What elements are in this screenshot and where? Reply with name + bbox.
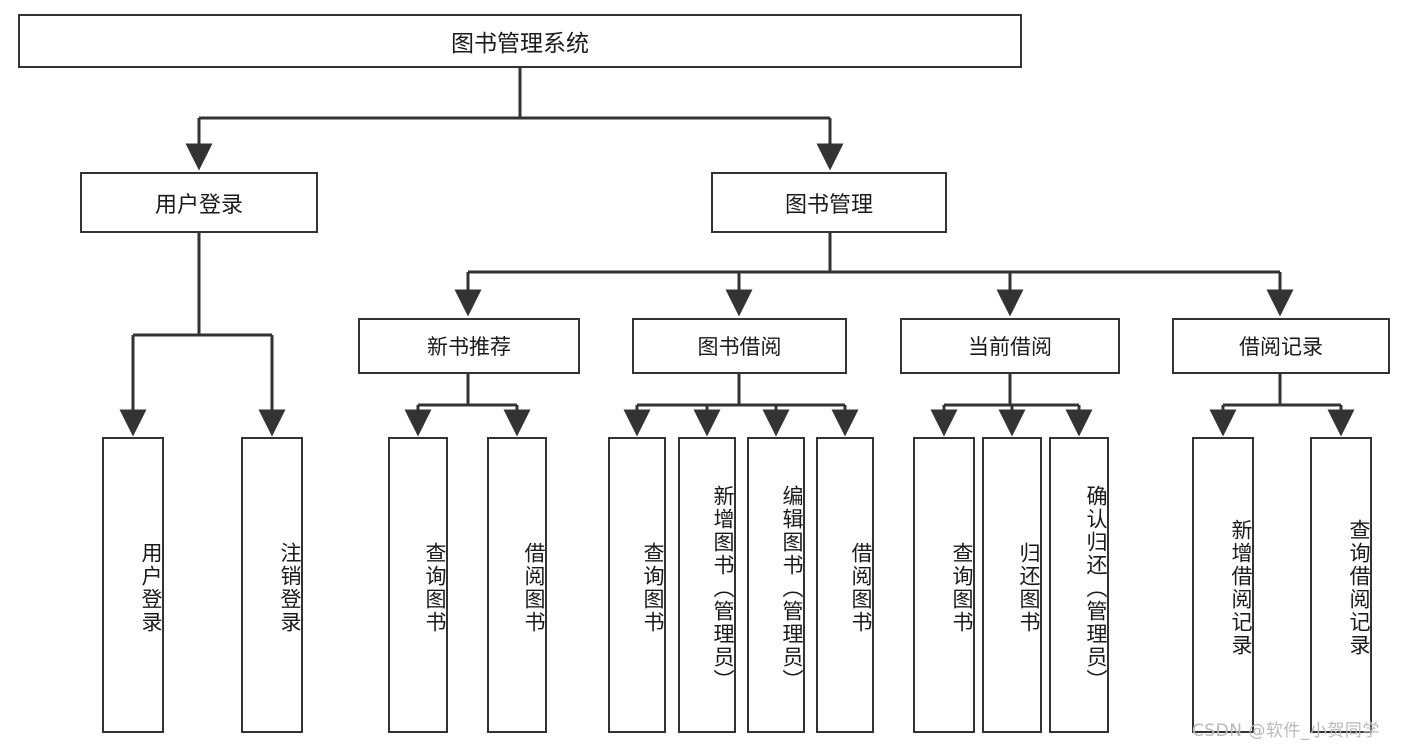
node-book-borrow[interactable]: 图书借阅: [632, 318, 847, 374]
leaf-edit-book-admin[interactable]: 编辑图书（管理员）: [747, 437, 805, 733]
node-new-book-recommend[interactable]: 新书推荐: [358, 318, 580, 374]
leaf-query-book-borrow[interactable]: 查询图书: [608, 437, 666, 733]
node-borrow-records-label: 借阅记录: [1239, 335, 1323, 359]
leaf-query-book-borrow-label: 查询图书: [641, 542, 665, 634]
leaf-add-book-admin-label: 新增图书（管理员）: [711, 484, 735, 692]
leaf-borrow-book-recommend[interactable]: 借阅图书: [487, 437, 547, 733]
leaf-query-book-current[interactable]: 查询图书: [913, 437, 975, 733]
node-current-borrow[interactable]: 当前借阅: [900, 318, 1120, 374]
leaf-logout[interactable]: 注销登录: [241, 437, 303, 733]
leaf-user-login[interactable]: 用户登录: [102, 437, 164, 733]
leaf-confirm-return-admin[interactable]: 确认归还（管理员）: [1049, 437, 1109, 733]
node-borrow-records[interactable]: 借阅记录: [1172, 318, 1390, 374]
node-book-borrow-label: 图书借阅: [697, 335, 782, 359]
leaf-borrow-book[interactable]: 借阅图书: [816, 437, 874, 733]
leaf-query-borrow-record-label: 查询借阅记录: [1347, 519, 1371, 657]
leaf-query-book-recommend[interactable]: 查询图书: [388, 437, 448, 733]
node-book-management[interactable]: 图书管理: [711, 172, 947, 233]
leaf-edit-book-admin-label: 编辑图书（管理员）: [780, 484, 804, 692]
node-root-label: 图书管理系统: [451, 31, 589, 57]
node-user-login-label: 用户登录: [154, 192, 243, 218]
node-book-management-label: 图书管理: [784, 192, 873, 218]
leaf-return-book[interactable]: 归还图书: [982, 437, 1042, 733]
leaf-query-book-current-label: 查询图书: [950, 542, 974, 634]
leaf-borrow-book-label: 借阅图书: [849, 542, 873, 634]
leaf-add-borrow-record-label: 新增借阅记录: [1229, 519, 1253, 657]
leaf-confirm-return-admin-label: 确认归还（管理员）: [1084, 484, 1108, 692]
leaf-add-borrow-record[interactable]: 新增借阅记录: [1192, 437, 1254, 733]
leaf-query-borrow-record[interactable]: 查询借阅记录: [1310, 437, 1372, 733]
csdn-watermark: CSDN @软件_小贺同学: [1192, 721, 1380, 741]
leaf-add-book-admin[interactable]: 新增图书（管理员）: [678, 437, 736, 733]
node-current-borrow-label: 当前借阅: [968, 335, 1052, 359]
leaf-user-login-label: 用户登录: [139, 542, 163, 634]
leaf-borrow-book-recommend-label: 借阅图书: [522, 542, 546, 634]
node-user-login[interactable]: 用户登录: [80, 172, 318, 233]
leaf-return-book-label: 归还图书: [1017, 542, 1041, 634]
leaf-logout-label: 注销登录: [278, 542, 302, 634]
node-new-book-recommend-label: 新书推荐: [427, 335, 511, 359]
node-root[interactable]: 图书管理系统: [18, 14, 1022, 68]
leaf-query-book-recommend-label: 查询图书: [423, 542, 447, 634]
